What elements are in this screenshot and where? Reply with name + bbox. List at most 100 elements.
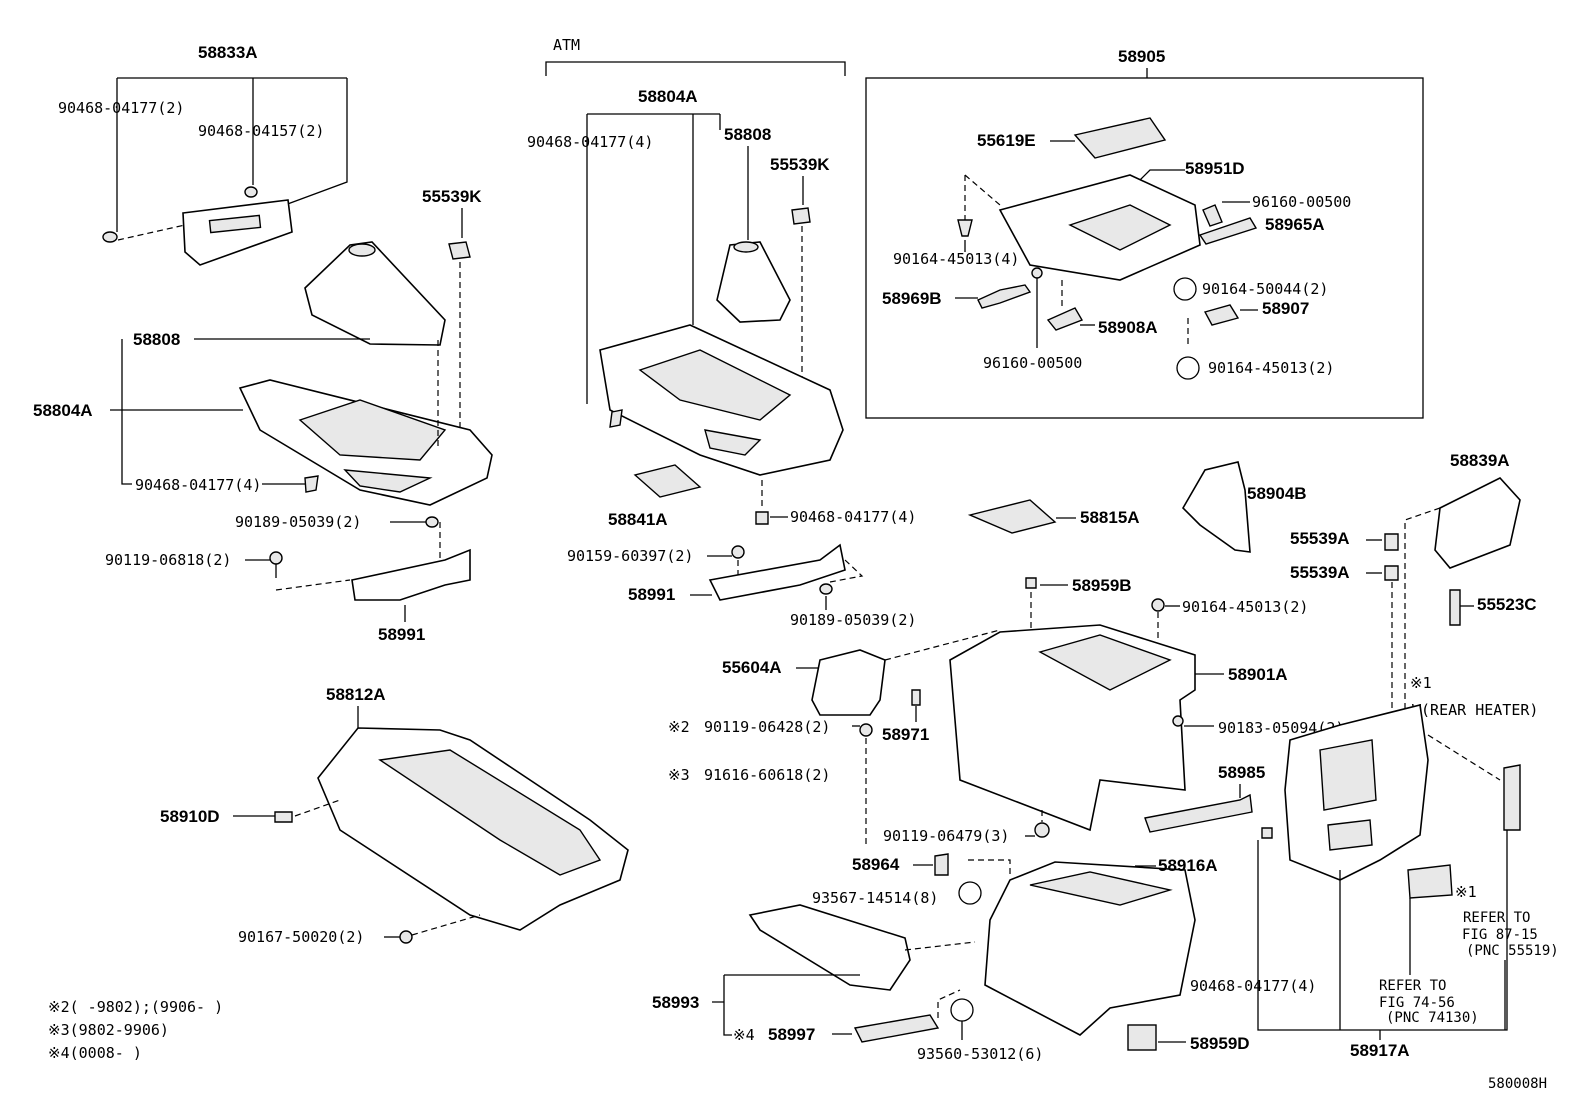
clip-part xyxy=(102,231,118,243)
mark-4: ※4 xyxy=(733,1026,755,1044)
label-90468-04177-4-mid[interactable]: 90468-04177(4) xyxy=(527,133,653,151)
label-58841A[interactable]: 58841A xyxy=(608,510,668,529)
label-90189-05039-left[interactable]: 90189-05039(2) xyxy=(235,513,361,531)
label-90164-50044[interactable]: 90164-50044(2) xyxy=(1202,280,1328,298)
part-55539K-left xyxy=(448,241,471,260)
label-58993[interactable]: 58993 xyxy=(652,993,699,1012)
part-heater-panel xyxy=(1407,864,1453,899)
part-58997 xyxy=(853,1014,940,1043)
part-58993 xyxy=(748,904,911,991)
label-58905[interactable]: 58905 xyxy=(1118,47,1165,66)
label-58964[interactable]: 58964 xyxy=(852,855,900,874)
label-55539K-left[interactable]: 55539K xyxy=(422,187,482,206)
part-58908A xyxy=(1046,307,1084,331)
part-55604A xyxy=(811,649,886,716)
mark-3: ※3 xyxy=(668,766,690,784)
label-90468-04177-4-mid2[interactable]: 90468-04177(4) xyxy=(790,508,916,526)
label-58804A-mid[interactable]: 58804A xyxy=(638,87,698,106)
label-58916A[interactable]: 58916A xyxy=(1158,856,1218,875)
label-55539A-2[interactable]: 55539A xyxy=(1290,563,1350,582)
part-switch xyxy=(1503,764,1521,831)
label-55539K-mid[interactable]: 55539K xyxy=(770,155,830,174)
label-90468-04157-2[interactable]: 90468-04157(2) xyxy=(198,122,324,140)
part-58812A xyxy=(317,727,629,931)
ref1-line-c[interactable]: (PNC 55519) xyxy=(1466,943,1559,959)
label-58969B[interactable]: 58969B xyxy=(882,289,942,308)
part-58841A xyxy=(633,464,702,498)
label-58901A[interactable]: 58901A xyxy=(1228,665,1288,684)
footnote-3: ※3(9802-9906) xyxy=(48,1021,169,1039)
label-58910D[interactable]: 58910D xyxy=(160,807,220,826)
label-58808-left[interactable]: 58808 xyxy=(133,330,180,349)
label-96160-00500-b[interactable]: 96160-00500 xyxy=(983,354,1082,372)
label-90468-04177-2[interactable]: 90468-04177(2) xyxy=(58,99,184,117)
label-58833A[interactable]: 58833A xyxy=(198,43,258,62)
label-58959B[interactable]: 58959B xyxy=(1072,576,1132,595)
label-58804A-left[interactable]: 58804A xyxy=(33,401,93,420)
label-58908A[interactable]: 58908A xyxy=(1098,318,1158,337)
label-58997[interactable]: 58997 xyxy=(768,1025,815,1044)
label-58985[interactable]: 58985 xyxy=(1218,763,1265,782)
label-90167-50020[interactable]: 90167-50020(2) xyxy=(238,928,364,946)
label-58808-mid[interactable]: 58808 xyxy=(724,125,771,144)
label-93560-53012[interactable]: 93560-53012(6) xyxy=(917,1045,1043,1063)
diagram-id: 580008H xyxy=(1488,1076,1547,1092)
label-96160-00500-a[interactable]: 96160-00500 xyxy=(1252,193,1351,211)
part-58907 xyxy=(1203,304,1240,326)
label-58812A[interactable]: 58812A xyxy=(326,685,386,704)
label-90119-06428[interactable]: 90119-06428(2) xyxy=(704,718,830,736)
part-58833A xyxy=(182,199,293,266)
ref1-line-b[interactable]: FIG 87-15 xyxy=(1462,927,1538,943)
part-58969B xyxy=(977,284,1032,309)
label-90164-45013-4[interactable]: 90164-45013(4) xyxy=(893,250,1019,268)
label-55619E[interactable]: 55619E xyxy=(977,131,1036,150)
ref2-line-a[interactable]: REFER TO xyxy=(1379,978,1446,994)
ref2-line-b[interactable]: FIG 74-56 xyxy=(1379,995,1455,1011)
label-58991-left[interactable]: 58991 xyxy=(378,625,425,644)
part-58916A xyxy=(984,861,1196,1036)
footnote-2: ※2( -9802);(9906- ) xyxy=(48,998,223,1016)
label-58904B[interactable]: 58904B xyxy=(1247,484,1307,503)
label-90468-04177-4-left[interactable]: 90468-04177(4) xyxy=(135,476,261,494)
label-90119-06479[interactable]: 90119-06479(3) xyxy=(883,827,1009,845)
label-58959D[interactable]: 58959D xyxy=(1190,1034,1250,1053)
label-58965A[interactable]: 58965A xyxy=(1265,215,1325,234)
label-58971[interactable]: 58971 xyxy=(882,725,929,744)
ref2-line-c[interactable]: (PNC 74130) xyxy=(1386,1010,1479,1026)
part-55619E xyxy=(1073,117,1167,159)
label-58839A[interactable]: 58839A xyxy=(1450,451,1510,470)
part-58985 xyxy=(1144,793,1253,833)
label-58815A[interactable]: 58815A xyxy=(1080,508,1140,527)
footnote-4: ※4(0008- ) xyxy=(48,1044,142,1062)
label-90468-04177-4-right[interactable]: 90468-04177(4) xyxy=(1190,977,1316,995)
part-58965A xyxy=(1198,217,1258,245)
ref1-line-a[interactable]: REFER TO xyxy=(1463,910,1530,926)
part-58808-boot-mid xyxy=(716,241,791,323)
label-rear-heater-mark: ※1 xyxy=(1410,674,1432,692)
label-90164-45013-2-box[interactable]: 90164-45013(2) xyxy=(1208,359,1334,377)
mark-2: ※2 xyxy=(668,718,690,736)
label-90119-06818[interactable]: 90119-06818(2) xyxy=(105,551,231,569)
label-58917A[interactable]: 58917A xyxy=(1350,1041,1410,1060)
label-ATM: ATM xyxy=(553,36,580,54)
atm-bracket xyxy=(545,61,846,76)
label-55523C[interactable]: 55523C xyxy=(1477,595,1537,614)
footnotes: ※2( -9802);(9906- ) ※3(9802-9906) ※4(000… xyxy=(48,998,223,1062)
group-58833A: 58833A 90468-04177(2) 90468-04157(2) xyxy=(58,43,348,266)
label-58951D[interactable]: 58951D xyxy=(1185,159,1245,178)
label-55539A-1[interactable]: 55539A xyxy=(1290,529,1350,548)
label-91616-60618[interactable]: 91616-60618(2) xyxy=(704,766,830,784)
label-58991-mid[interactable]: 58991 xyxy=(628,585,675,604)
label-90159-60397[interactable]: 90159-60397(2) xyxy=(567,547,693,565)
label-93567-14514[interactable]: 93567-14514(8) xyxy=(812,889,938,907)
label-90189-05039-mid[interactable]: 90189-05039(2) xyxy=(790,611,916,629)
part-58904B xyxy=(1181,461,1251,553)
part-58991-mid xyxy=(708,543,846,601)
label-rear-heater[interactable]: W(REAR HEATER) xyxy=(1412,701,1538,719)
clip-part xyxy=(244,186,258,198)
label-58907[interactable]: 58907 xyxy=(1262,299,1309,318)
label-55604A[interactable]: 55604A xyxy=(722,658,782,677)
part-58815A xyxy=(967,499,1057,534)
label-90164-45013-2[interactable]: 90164-45013(2) xyxy=(1182,598,1308,616)
